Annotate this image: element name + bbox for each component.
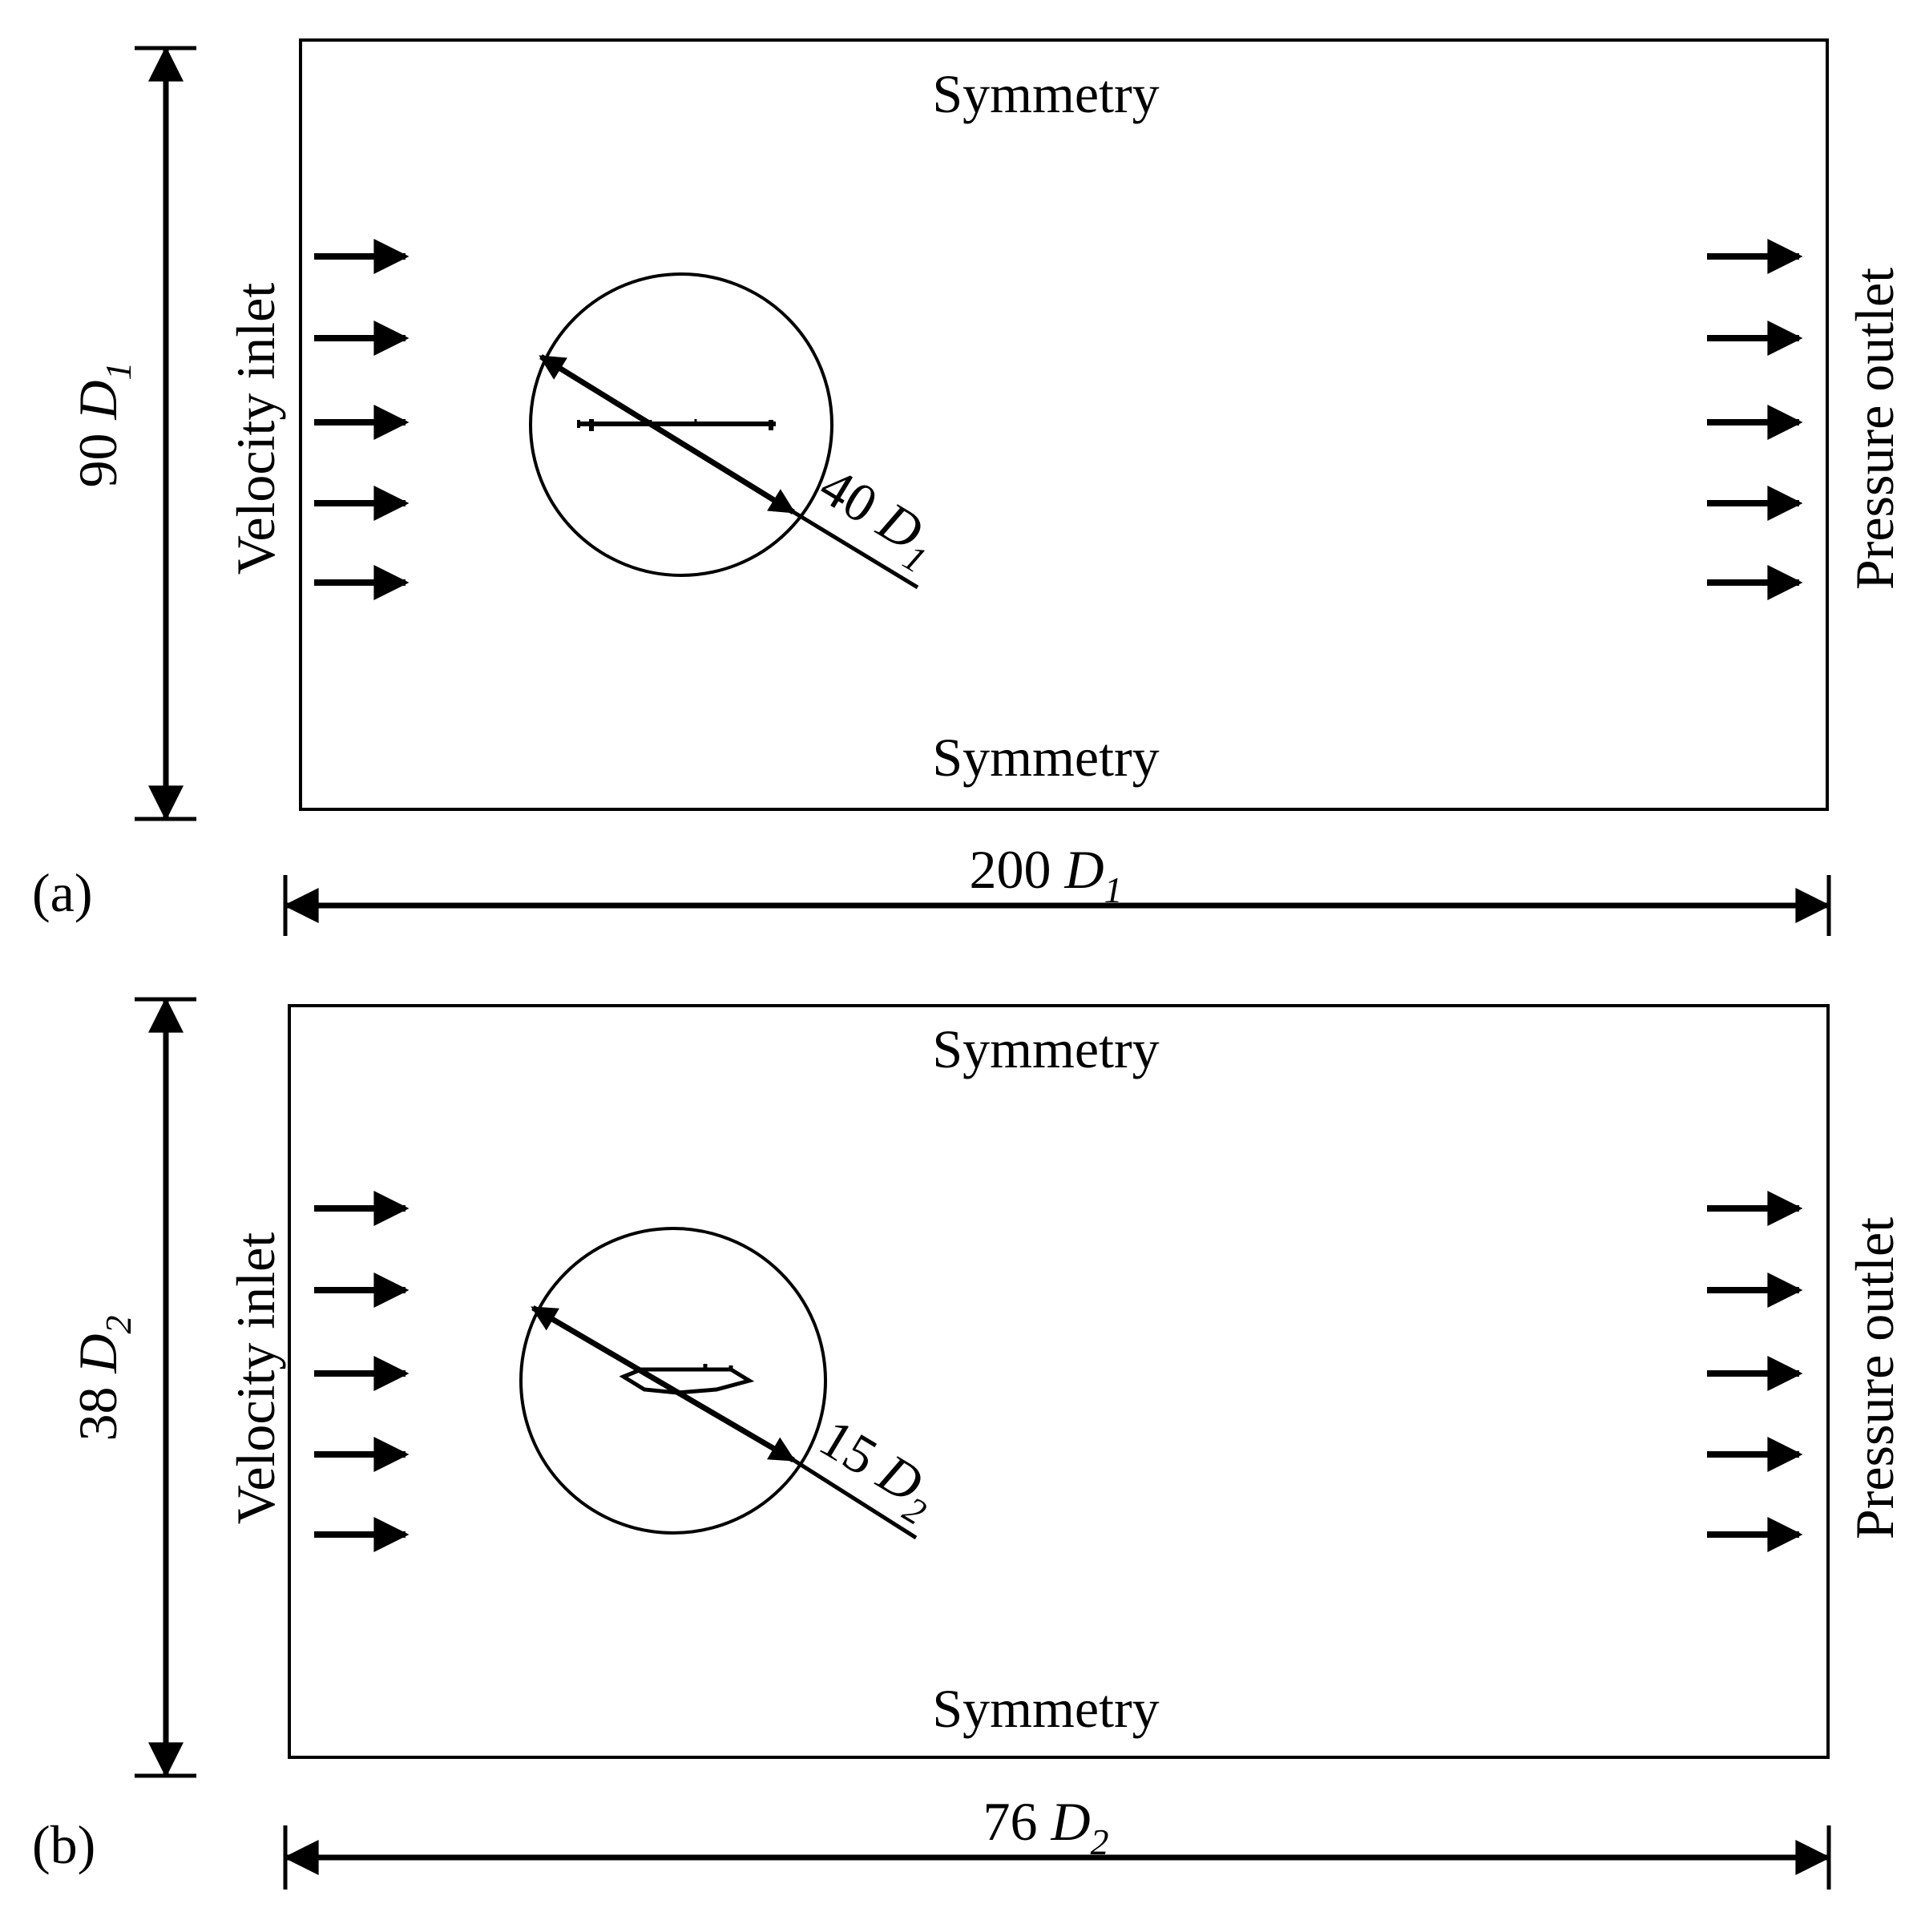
rotating-region-circle (519, 1227, 827, 1535)
outlet-flow-arrows (1707, 1191, 1803, 1552)
inlet-label: Velocity inlet (225, 1232, 286, 1525)
height-dimension (135, 46, 196, 821)
rotating-region-circle (529, 272, 833, 577)
domain-boundary (288, 1004, 1830, 1759)
domain-boundary (299, 38, 1829, 811)
width-dimension-label: 76 D2 (983, 1791, 1108, 1862)
circle-leader-line (792, 510, 919, 590)
circle-diameter-arrow (531, 1305, 796, 1463)
panel-tag: (b) (32, 1814, 95, 1875)
hull-geometry (619, 1364, 755, 1395)
circle-diameter-arrow (539, 354, 796, 514)
width-dimension (283, 875, 1831, 936)
top-boundary-label: Symmetry (932, 63, 1159, 124)
inlet-flow-arrows (314, 1191, 410, 1552)
inlet-label: Velocity inlet (225, 283, 286, 575)
panel-tag: (a) (32, 862, 92, 923)
inlet-flow-arrows (314, 239, 410, 600)
top-boundary-label: Symmetry (932, 1018, 1159, 1079)
height-dimension-label: 90 D1 (67, 361, 139, 487)
width-dimension-label: 200 D1 (969, 839, 1122, 910)
outlet-label: Pressure outlet (1844, 1217, 1905, 1539)
outlet-label: Pressure outlet (1844, 268, 1905, 590)
blade-geometry (577, 419, 776, 431)
panel-a: Symmetry Symmetry Velocity inlet Pressur… (32, 38, 1905, 936)
panel-b: Symmetry Symmetry Velocity inlet Pressur… (32, 997, 1905, 1890)
bottom-boundary-label: Symmetry (932, 1678, 1159, 1739)
outlet-flow-arrows (1707, 239, 1803, 600)
height-dimension-label: 38 D2 (67, 1315, 139, 1441)
circle-leader-line (792, 1458, 918, 1540)
width-dimension (283, 1825, 1831, 1890)
bottom-boundary-label: Symmetry (932, 727, 1159, 788)
height-dimension (135, 997, 196, 1778)
